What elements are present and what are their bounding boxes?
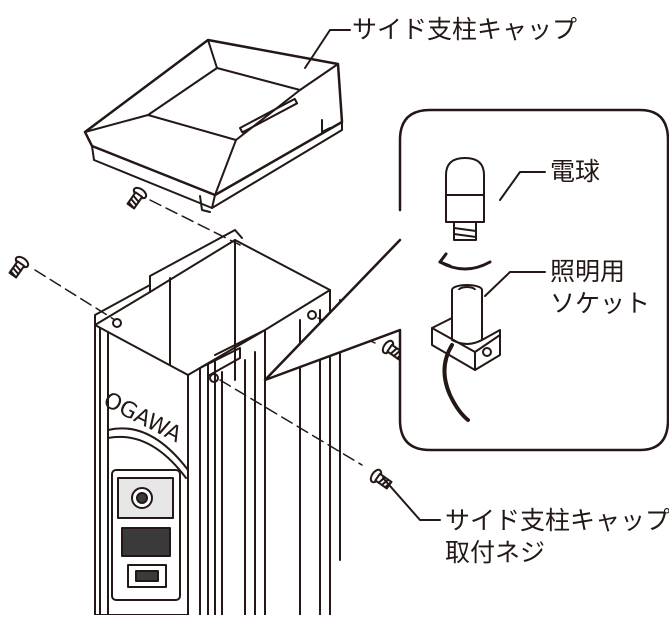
side-post-body	[94, 229, 341, 616]
cap-label: サイド支柱キャップ	[352, 15, 578, 44]
screws	[8, 186, 405, 490]
rotate-arrow-icon	[438, 252, 492, 271]
socket-label: 照明用 ソケット	[550, 256, 650, 320]
socket-label-line2: ソケット	[550, 289, 651, 318]
socket-label-line1: 照明用	[550, 257, 626, 286]
screw-leader	[382, 477, 441, 521]
screw-icon	[369, 468, 393, 490]
screw-label-line1: サイド支柱キャップ	[445, 506, 669, 535]
detail-callout	[263, 108, 669, 452]
screw-label: サイド支柱キャップ 取付ネジ	[445, 505, 669, 569]
screw-icon	[126, 186, 148, 210]
cap-leader	[304, 29, 351, 69]
light-bulb	[445, 157, 485, 241]
screw-label-line2: 取付ネジ	[445, 538, 546, 567]
lamp-socket	[431, 284, 501, 422]
side-post-cap	[83, 38, 344, 213]
screw-icon	[8, 255, 30, 279]
bulb-label: 電球	[550, 157, 601, 186]
